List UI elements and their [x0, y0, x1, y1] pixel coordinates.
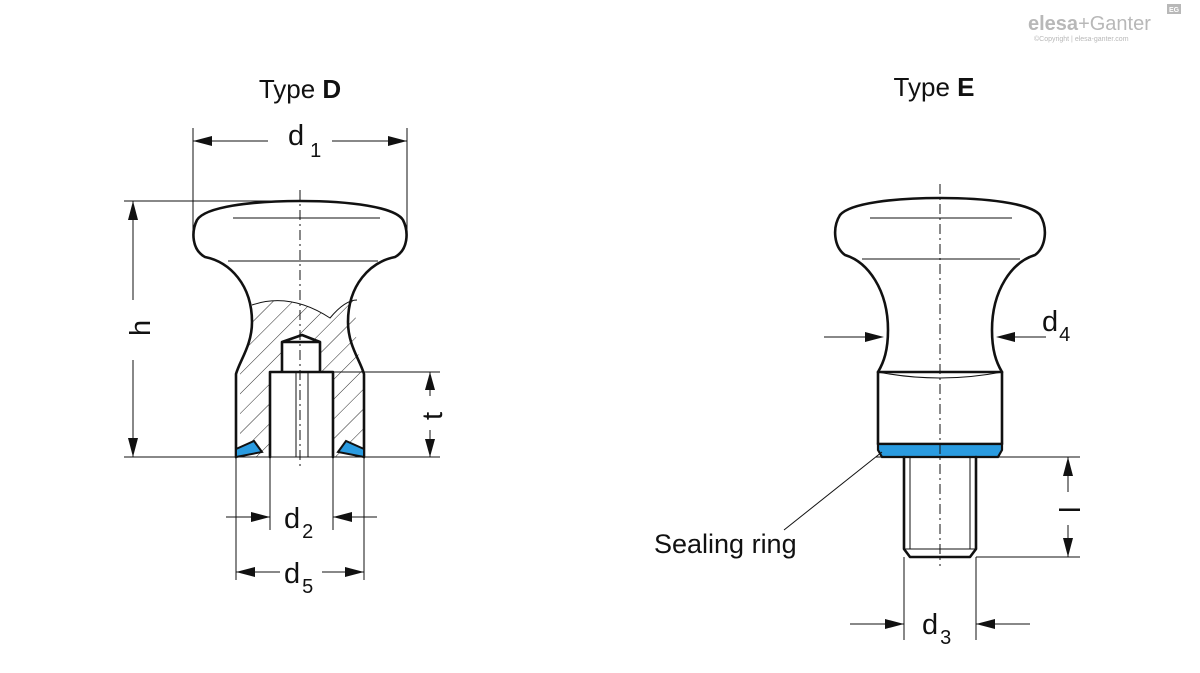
- brand-plus: +: [1078, 13, 1090, 35]
- type-d-sealing-ring-right: [336, 439, 365, 459]
- type-e-knob-outline: [833, 196, 1047, 374]
- type-d-knob-outline: [192, 199, 408, 459]
- type-e-title: Type E: [894, 72, 975, 102]
- type-e-threaded-stud: [902, 455, 978, 559]
- type-d-break-line: [251, 299, 358, 319]
- type-d-hatched-section: [240, 300, 364, 457]
- sealing-ring-label: Sealing ring: [654, 529, 797, 559]
- dim-h-label: h: [125, 320, 157, 336]
- brand-badge-box: [1167, 4, 1181, 14]
- dim-t-label: t: [417, 412, 449, 420]
- brand-name-part2: Ganter: [1090, 13, 1151, 35]
- dim-d4-label: d4: [1042, 306, 1070, 346]
- brand-badge: EG: [1169, 7, 1180, 14]
- svg-text:elesa+Ganter: elesa+Ganter: [1028, 13, 1151, 35]
- brand-copyright: ©Copyright | elesa-ganter.com: [1034, 35, 1129, 43]
- sealing-ring-leader: [783, 451, 883, 531]
- type-d-title: Type D: [259, 74, 341, 104]
- type-d-insert-bore: [268, 333, 335, 459]
- brand-logo: elesa+Ganter ©Copyright | elesa-ganter.c…: [1028, 4, 1181, 43]
- brand-name-part1: elesa: [1028, 13, 1079, 35]
- type-e-drawing: Type E d4 l: [654, 72, 1087, 649]
- dim-l-label: l: [1055, 507, 1087, 513]
- type-d-sealing-ring-left: [235, 439, 264, 459]
